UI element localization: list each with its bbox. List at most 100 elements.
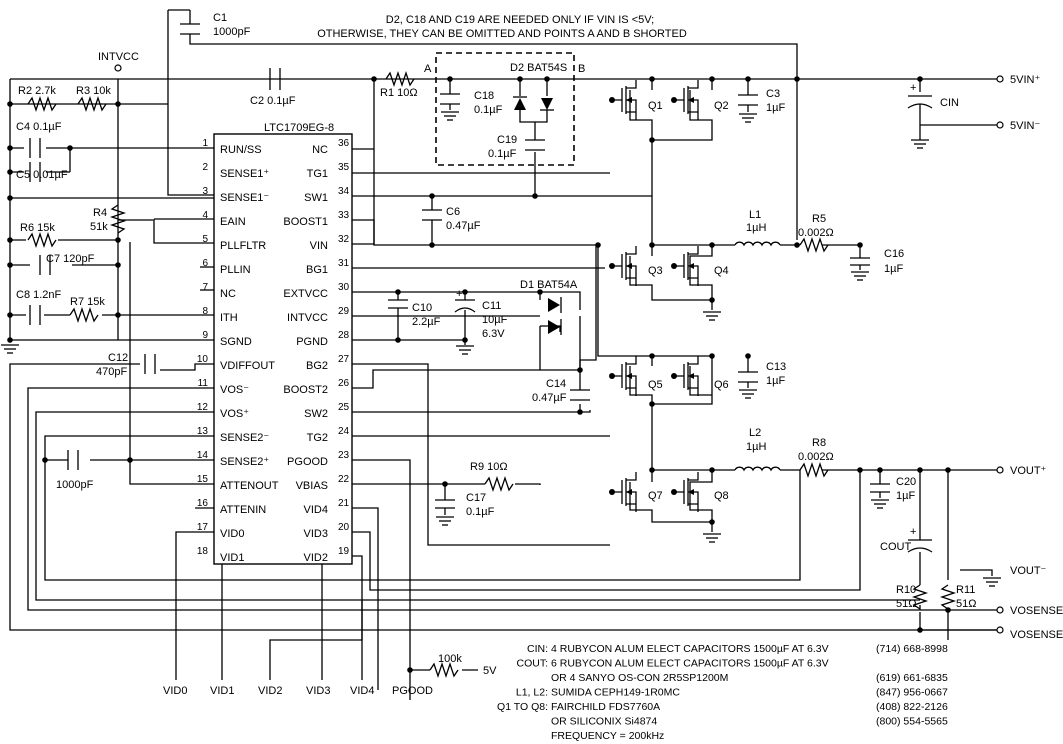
ic-pins: 1RUN/SS2SENSE1⁺3SENSE1⁻4EAIN5PLLFLTR6PLL… xyxy=(197,138,350,564)
label-c3-value: 1µF xyxy=(766,102,785,114)
label-c10-value: 2.2µF xyxy=(412,316,441,328)
terminal-vout-plus: VOUT⁺ xyxy=(1010,465,1047,477)
ic-pin-number-left: 6 xyxy=(202,258,208,269)
junction-dot xyxy=(7,337,13,343)
capacitor-c12 xyxy=(144,354,156,374)
resistor-100k xyxy=(429,661,459,679)
junction-dot xyxy=(7,169,13,175)
label-c17: C17 xyxy=(466,492,486,504)
capacitor-c10 xyxy=(388,299,408,309)
ground-icon xyxy=(739,113,757,123)
capacitor-c20 xyxy=(870,483,890,493)
junction-dot xyxy=(517,76,523,82)
label-c13-value: 1µF xyxy=(766,375,785,387)
junction-dot xyxy=(462,289,468,295)
bom-text: FREQUENCY = 200kHz xyxy=(551,730,664,742)
ic-pin-name-left: PLLFLTR xyxy=(220,240,266,252)
label-r7: R7 15k xyxy=(70,296,105,308)
junction-dot xyxy=(429,242,435,248)
ic-pin-number-right: 31 xyxy=(338,258,350,269)
label-d2: D2 BAT54S xyxy=(510,62,567,74)
ic-pin-name-left: SGND xyxy=(220,336,252,348)
label-c18: C18 xyxy=(474,90,494,102)
label-r11: R11 xyxy=(956,584,975,596)
label-q4: Q4 xyxy=(714,265,729,277)
junction-dot xyxy=(649,76,655,82)
ic-pin-name-right: BG1 xyxy=(306,264,328,276)
label-c14: C14 xyxy=(546,378,566,390)
label-l1-value: 1µH xyxy=(746,222,766,234)
label-r10: R10 xyxy=(896,584,916,596)
junction-dot xyxy=(429,193,435,199)
label-c1: C1 xyxy=(213,12,227,24)
ic-pin-name-right: PGND xyxy=(296,336,328,348)
junction-dot xyxy=(877,467,883,473)
terminals xyxy=(114,64,1004,634)
label-cout-plus: + xyxy=(910,526,916,538)
junction-dot xyxy=(537,289,543,295)
ic-pin-number-right: 20 xyxy=(338,522,350,533)
terminal-5vin-plus: 5VIN⁺ xyxy=(1010,74,1040,86)
junction-dot xyxy=(649,137,655,143)
junction-dot xyxy=(709,353,715,359)
junction-dot xyxy=(595,242,601,248)
label-q5: Q5 xyxy=(648,379,663,391)
ic-pin-number-right: 35 xyxy=(338,162,350,173)
terminal-vout-minus: VOUT⁻ xyxy=(1010,565,1047,577)
diodes xyxy=(513,96,562,335)
label-r8-value: 0.002Ω xyxy=(798,451,834,463)
mosfet-q6 xyxy=(671,356,699,396)
junction-dot xyxy=(709,297,715,303)
label-c4: C4 0.1µF xyxy=(16,121,62,133)
label-c20-value: 1µF xyxy=(896,490,915,502)
ic-body xyxy=(213,133,353,565)
label-c2: C2 0.1µF xyxy=(250,95,296,107)
ic-pin-name-right: SW2 xyxy=(304,408,328,420)
ic-pin-name-left: VOS⁻ xyxy=(220,384,249,396)
junction-dot xyxy=(395,289,401,295)
junction-dots xyxy=(7,76,951,673)
ground-icon xyxy=(911,139,929,149)
bom-text: OR SILICONIX Si4874 xyxy=(551,716,657,728)
capacitors xyxy=(29,23,933,553)
label-c11-plus: + xyxy=(456,288,462,300)
junction-dot xyxy=(115,101,121,107)
ic-part-label: LTC1709EG-8 xyxy=(264,122,334,134)
ground-icon xyxy=(1,344,19,354)
capacitor-c11 xyxy=(454,299,476,313)
label-c6: C6 xyxy=(446,206,460,218)
ic-pin-name-left: ITH xyxy=(220,312,238,324)
label-c11-voltage: 6.3V xyxy=(482,328,505,340)
ic-pin-name-right: BOOST1 xyxy=(283,216,328,228)
junction-dot xyxy=(917,467,923,473)
mosfet-q8 xyxy=(671,472,699,512)
ic-pin-number-left: 5 xyxy=(202,234,208,245)
label-cin: CIN xyxy=(940,97,959,109)
bom-phone: (619) 661-6835 xyxy=(876,672,948,684)
inductors xyxy=(734,241,781,472)
ic-pin-number-right: 24 xyxy=(338,426,350,437)
label-r4: R4 xyxy=(93,207,107,219)
label-q6: Q6 xyxy=(714,379,729,391)
ground-symbols xyxy=(1,111,1001,587)
ic-pin-name-right: PGOOD xyxy=(287,456,328,468)
ground-icon xyxy=(703,533,721,543)
capacitor-c14 xyxy=(570,389,590,401)
ic-pin-number-left: 15 xyxy=(197,474,209,485)
ic-pin-name-right: BOOST2 xyxy=(283,384,328,396)
label-c12: C12 xyxy=(108,352,128,364)
label-q7: Q7 xyxy=(648,490,663,502)
junction-dot xyxy=(462,337,468,343)
ic-pin-name-right: TG2 xyxy=(307,432,328,444)
ic-pin-name-left: ATTENOUT xyxy=(220,480,279,492)
label-c7: C7 120pF xyxy=(46,253,95,265)
ground-icon xyxy=(441,111,459,121)
ic-pin-number-right: 32 xyxy=(338,234,350,245)
ic-pin-number-right: 33 xyxy=(338,210,350,221)
junction-dot xyxy=(7,145,13,151)
mosfet-q7 xyxy=(609,472,637,512)
mosfet-q1 xyxy=(609,80,637,120)
ic-pin-number-right: 28 xyxy=(338,330,350,341)
terminal-vid3: VID3 xyxy=(306,685,330,697)
